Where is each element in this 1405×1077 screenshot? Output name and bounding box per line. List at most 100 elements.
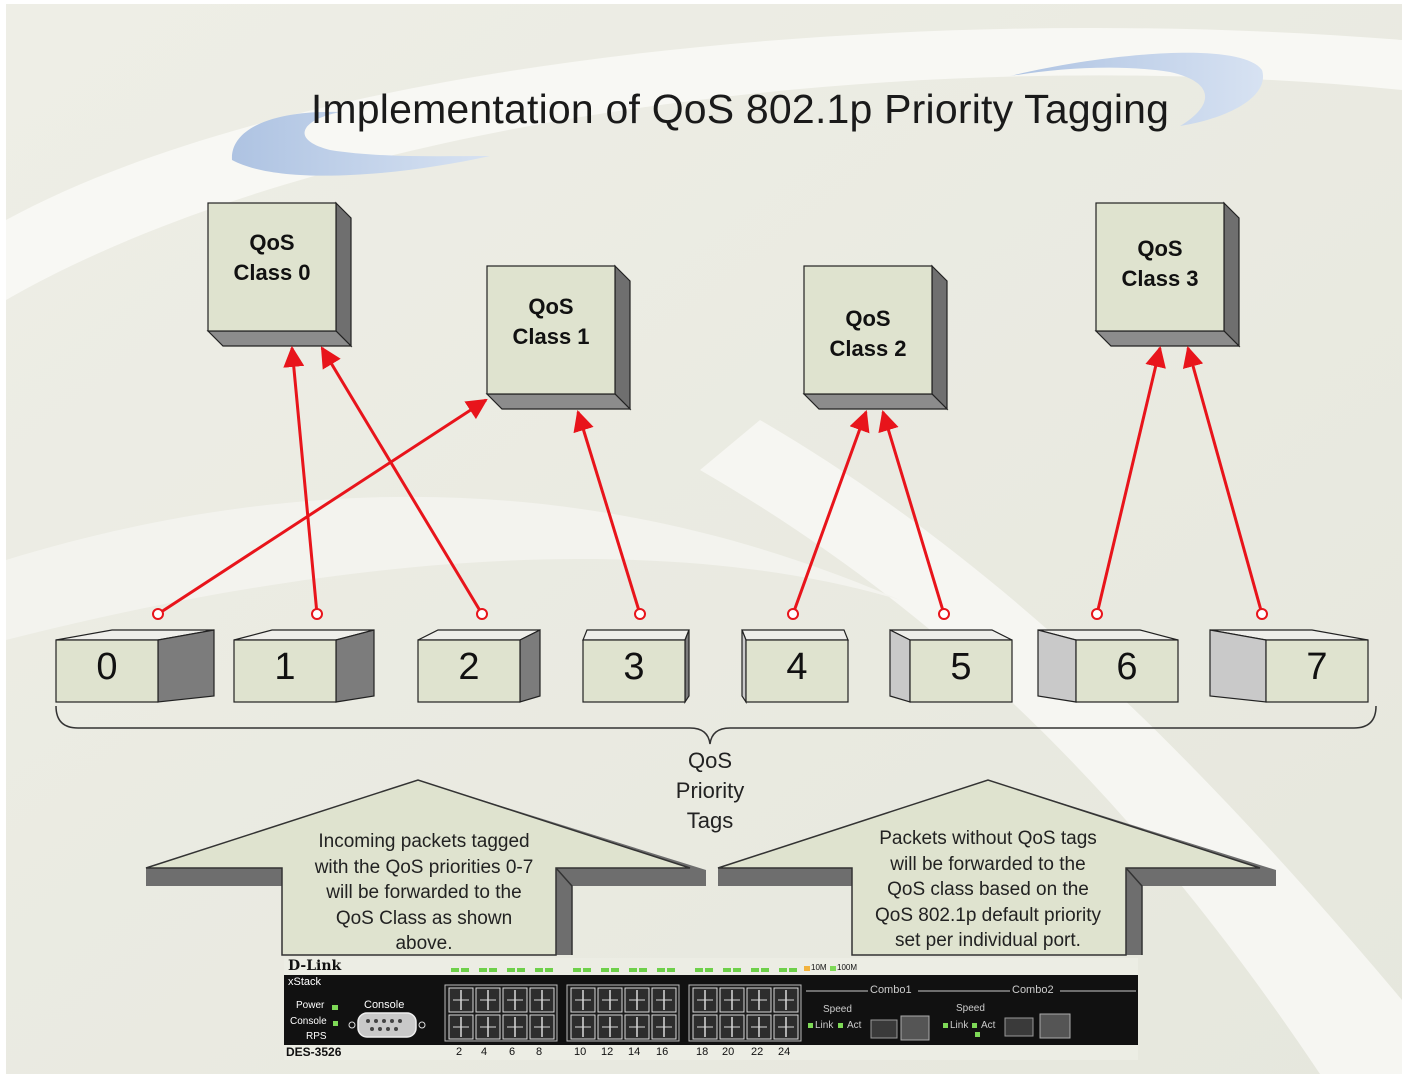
priority-tag-4-box — [741, 629, 849, 704]
background-swoosh — [700, 420, 1402, 1074]
priority-arrow-2 — [320, 346, 488, 620]
qos-class-0-line1: QoS — [249, 230, 295, 255]
qos-class-1-box — [485, 264, 632, 411]
qos-class-0-box — [206, 201, 353, 348]
switch-port-number: 24 — [778, 1046, 791, 1058]
qos-class-0-line2: Class 0 — [233, 260, 311, 285]
callout-left-line: QoS Class as shown — [335, 907, 513, 929]
switch-port-number: 20 — [722, 1046, 735, 1058]
priority-tags-label: QoS Priority Tags — [640, 746, 780, 836]
callout-right-line: will be forwarded to the — [890, 853, 1086, 875]
priority-tag-1-box — [233, 629, 375, 703]
console-port — [357, 1012, 417, 1038]
switch-port-number: 8 — [536, 1046, 543, 1058]
priority-tag-5: 5 — [950, 646, 972, 688]
switch-link-label-1: Link — [815, 1020, 834, 1031]
console-led — [333, 1021, 338, 1026]
switch-console-led-label: Console — [290, 1016, 327, 1027]
switch-port-number: 10 — [574, 1046, 587, 1058]
priority-tag-6-box — [1037, 629, 1179, 703]
switch-port-group-1 — [444, 968, 558, 1042]
title-swoosh-right — [1010, 52, 1264, 126]
callout-arrow-right — [717, 779, 1276, 956]
qos-class-3-line1: QoS — [1137, 236, 1183, 261]
switch-port-number: 16 — [656, 1046, 669, 1058]
power-led — [332, 1005, 338, 1010]
priority-tag-0-box — [55, 629, 215, 703]
switch-port-group-3 — [688, 968, 802, 1042]
priority-arrow-0 — [152, 398, 488, 620]
qos-class-3-label: QoS Class 3 — [1096, 234, 1224, 294]
callout-right-line: QoS 802.1p default priority — [874, 904, 1102, 926]
callout-left-line: with the QoS priorities 0-7 — [314, 856, 534, 878]
switch-legend-10m: 10M — [811, 963, 827, 972]
priority-arrow-1 — [283, 345, 323, 620]
callout-left-line: Incoming packets tagged — [318, 831, 530, 852]
rj45-combo-1 — [900, 1015, 930, 1041]
priority-arrow-5 — [878, 409, 950, 620]
switch-port-number: 6 — [509, 1046, 516, 1058]
switch-brand: D-Link — [288, 958, 342, 974]
switch-panel — [284, 958, 1138, 1060]
switch-power-label: Power — [296, 1000, 325, 1011]
priority-tag-4: 4 — [786, 646, 808, 688]
switch-port-group-2 — [566, 968, 680, 1042]
callout-right-text: Packets without QoS tags will be forward… — [848, 826, 1128, 954]
switch-port-number: 2 — [456, 1046, 463, 1058]
title-swoosh-left — [231, 111, 490, 176]
callout-right-line: QoS class based on the — [887, 879, 1089, 900]
priority-tags-label-line2: Priority — [675, 778, 745, 803]
switch-port-number: 14 — [628, 1046, 641, 1058]
callout-left-line: will be forwarded to the — [326, 882, 522, 903]
switch-legend-100m: 100M — [837, 963, 858, 972]
qos-class-2-box — [802, 264, 949, 411]
switch-port-number: 22 — [751, 1046, 764, 1058]
priority-arrow-4 — [787, 410, 870, 620]
priority-tag-2-box — [417, 629, 541, 703]
qos-class-1-line2: Class 1 — [512, 324, 590, 349]
switch-combo1-label: Combo1 — [870, 984, 912, 996]
switch-model: DES-3526 — [286, 1045, 342, 1059]
callout-left-line: above. — [395, 933, 453, 954]
switch-port-number: 18 — [696, 1046, 709, 1058]
priority-tag-6: 6 — [1116, 646, 1138, 688]
priority-tag-7: 7 — [1306, 646, 1328, 688]
switch-port-number: 12 — [601, 1046, 614, 1058]
switch-series: xStack — [288, 976, 322, 988]
switch-port-number: 4 — [481, 1046, 488, 1058]
switch-act-label-1: Act — [847, 1020, 862, 1031]
tags-brace — [55, 705, 1377, 745]
qos-class-0-label: QoS Class 0 — [208, 228, 336, 288]
switch-rps-label: RPS — [306, 1031, 327, 1042]
switch-speed-label-1: Speed — [823, 1004, 852, 1015]
callout-left-text: Incoming packets tagged with the QoS pri… — [284, 829, 564, 957]
priority-tags-label-line1: QoS — [687, 748, 733, 773]
priority-tag-5-box — [889, 629, 1013, 703]
switch-speed-label-2: Speed — [956, 1003, 985, 1014]
switch-act-label-2: Act — [981, 1020, 996, 1031]
diagram-title: Implementation of QoS 802.1p Priority Ta… — [310, 86, 1170, 132]
switch-link-label-2: Link — [950, 1020, 969, 1031]
sfp-slot-2 — [1004, 1017, 1034, 1037]
priority-tag-2: 2 — [458, 646, 480, 688]
callout-right-line: set per individual port. — [895, 930, 1081, 951]
qos-class-3-line2: Class 3 — [1121, 266, 1199, 291]
priority-tag-0: 0 — [96, 646, 118, 688]
qos-class-1-line1: QoS — [528, 294, 574, 319]
priority-tag-7-box — [1209, 629, 1369, 703]
switch-console-port-label: Console — [364, 999, 405, 1011]
qos-class-3-box — [1094, 201, 1241, 348]
priority-arrow-6 — [1091, 345, 1166, 620]
switch-combo2-label: Combo2 — [1012, 984, 1054, 996]
qos-class-2-line1: QoS — [845, 306, 891, 331]
priority-arrow-7 — [1182, 345, 1268, 620]
priority-tag-3: 3 — [623, 646, 645, 688]
qos-class-2-label: QoS Class 2 — [804, 304, 932, 364]
qos-class-2-line2: Class 2 — [829, 336, 907, 361]
rj45-combo-2 — [1039, 1013, 1071, 1039]
priority-tags-label-line3: Tags — [686, 808, 734, 833]
priority-tag-1: 1 — [274, 646, 296, 688]
callout-right-line: Packets without QoS tags — [879, 828, 1097, 849]
